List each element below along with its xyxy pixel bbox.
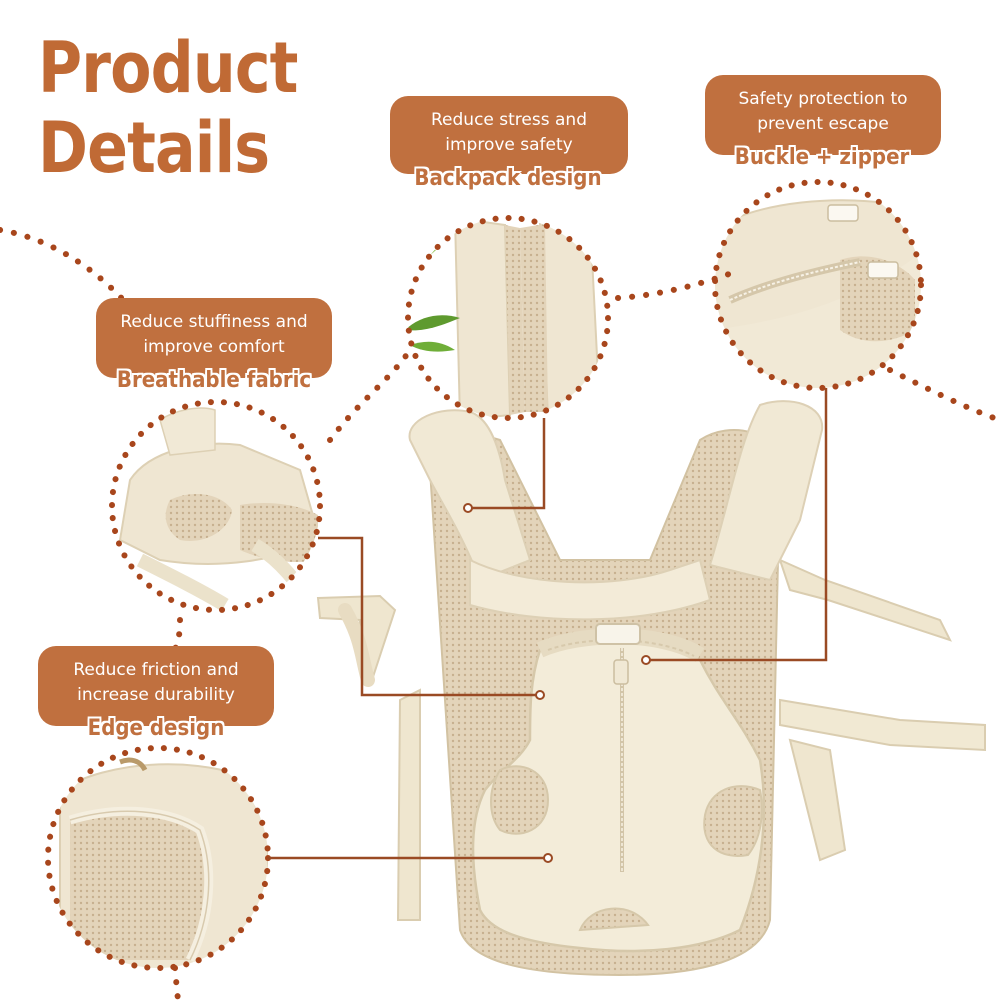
pet-carrier-main-image (316, 400, 986, 977)
feature-description-line: improve comfort (143, 337, 285, 357)
feature-name-edge: Edge design (87, 716, 225, 741)
feature-name-buckle: Buckle + zipper (734, 145, 910, 170)
feature-description-line: Reduce stress and (431, 110, 587, 130)
connector-lines (268, 388, 828, 860)
page-title-line1: Product (38, 27, 298, 109)
feature-description-line: Reduce friction and (73, 660, 239, 680)
connector-endpoints (463, 503, 651, 863)
breathable-fabric-detail-image (109, 399, 323, 613)
buckle-zipper-detail-image (712, 179, 924, 391)
feature-name-breathable: Breathable fabric (116, 368, 312, 393)
feature-description-edge: Reduce friction and increase durability (38, 646, 274, 726)
feature-description-line: improve safety (445, 135, 573, 155)
feature-name-backpack: Backpack design (414, 166, 602, 191)
feature-description-backpack: Reduce stress and improve safety (390, 96, 628, 174)
dotted-arcs (0, 227, 1000, 1000)
edge-design-detail-image (45, 745, 271, 971)
feature-description-line: prevent escape (757, 114, 889, 134)
feature-description-breathable: Reduce stuffiness and improve comfort (96, 298, 332, 378)
backpack-detail-image (405, 215, 611, 421)
feature-description-line: Safety protection to (738, 89, 908, 109)
feature-description-line: Reduce stuffiness and (120, 312, 308, 332)
page-title-line2: Details (38, 107, 270, 189)
feature-description-buckle: Safety protection to prevent escape (705, 75, 941, 155)
feature-description-line: increase durability (77, 685, 235, 705)
